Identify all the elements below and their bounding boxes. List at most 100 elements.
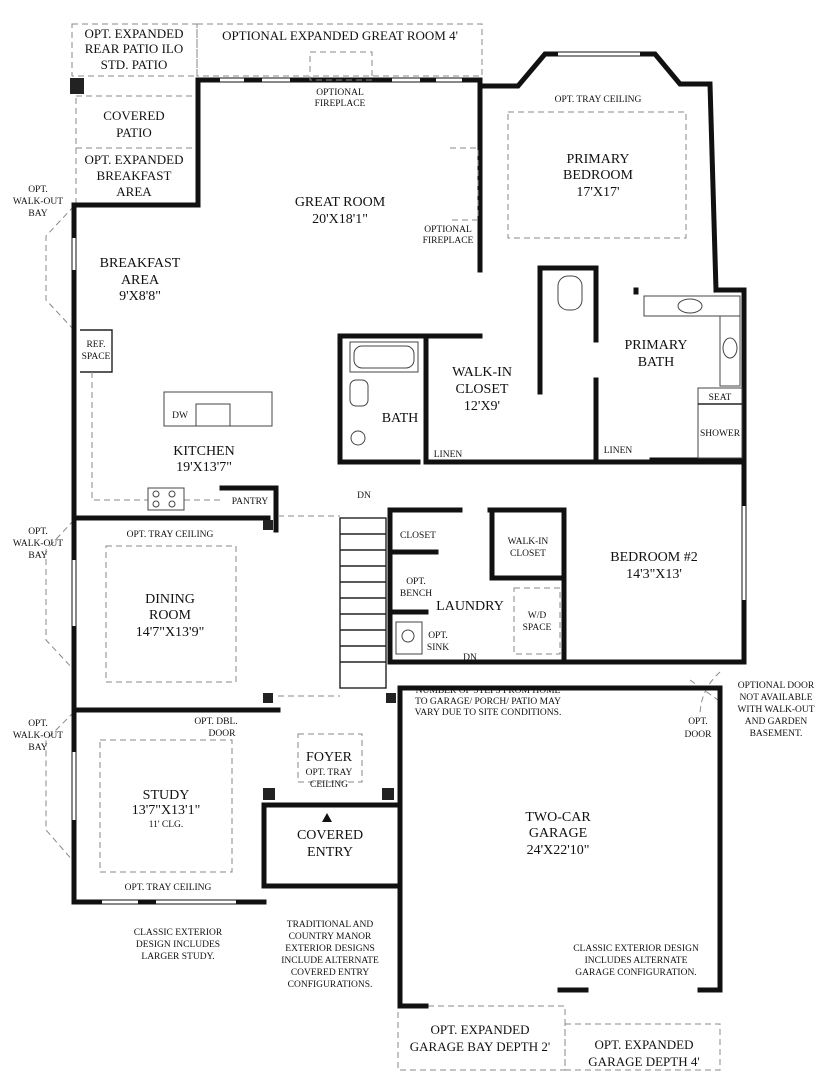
rear-patio-l2: REAR PATIO ILO <box>85 41 183 56</box>
svg-text:OPT. TRAY CEILING: OPT. TRAY CEILING <box>125 883 212 893</box>
breakfast-size: 9'X8'8" <box>119 289 161 304</box>
svg-text:CLOSET: CLOSET <box>456 382 509 397</box>
primary-bath-l2: BATH <box>638 355 675 370</box>
wic2-l1: WALK-IN <box>508 537 549 547</box>
foyer-name: FOYER <box>306 750 353 765</box>
svg-text:OPT. EXPANDED: OPT. EXPANDED <box>595 1037 694 1052</box>
dining-name-l1: DINING <box>145 592 195 607</box>
svg-text:VARY DUE TO SITE CONDITIONS.: VARY DUE TO SITE CONDITIONS. <box>415 708 562 718</box>
garage-bay-l2: GARAGE BAY DEPTH 2' <box>410 1039 550 1054</box>
svg-text:FIREPLACE: FIREPLACE <box>423 236 474 246</box>
svg-text:LAUNDRY: LAUNDRY <box>436 599 504 614</box>
rear-patio-l1: OPT. EXPANDED <box>85 26 184 41</box>
svg-text:19'X13'7": 19'X13'7" <box>176 460 232 475</box>
ref-space-l1: REF. <box>86 340 105 350</box>
classic-study-l1: CLASSIC EXTERIOR <box>134 928 223 938</box>
closet-label: CLOSET <box>400 531 436 541</box>
bay2-l1: OPT. <box>28 527 48 537</box>
svg-text:BAY: BAY <box>28 209 47 219</box>
svg-text:REAR PATIO ILO: REAR PATIO ILO <box>85 41 183 56</box>
svg-text:DOOR: DOOR <box>685 730 713 740</box>
dw-label: DW <box>172 411 188 421</box>
breakfast-ext-l3: AREA <box>116 184 152 199</box>
wd-space-l1: W/D <box>528 611 547 621</box>
svg-text:WALK-OUT: WALK-OUT <box>13 539 63 549</box>
bay2-l3: BAY <box>28 551 47 561</box>
svg-text:SPACE: SPACE <box>523 623 552 633</box>
bedroom2-name: BEDROOM #2 <box>610 550 698 565</box>
svg-text:AREA: AREA <box>116 184 152 199</box>
garage-name-l2: GARAGE <box>529 826 587 841</box>
primary-bath-l1: PRIMARY <box>624 338 687 353</box>
svg-text:INCLUDES ALTERNATE: INCLUDES ALTERNATE <box>585 956 688 966</box>
traditional-l6: CONFIGURATIONS. <box>288 980 373 990</box>
opt-dbl-door-l2: DOOR <box>209 729 237 739</box>
svg-text:WALK-OUT: WALK-OUT <box>13 197 63 207</box>
breakfast-ext-l2: BREAKFAST <box>97 168 172 183</box>
svg-text:12'X9': 12'X9' <box>464 399 500 414</box>
bay1-l1: OPT. <box>28 185 48 195</box>
svg-text:TO GARAGE/ PORCH/ PATIO MAY: TO GARAGE/ PORCH/ PATIO MAY <box>415 697 561 707</box>
bay2-l2: WALK-OUT <box>13 539 63 549</box>
svg-text:BATH: BATH <box>638 355 675 370</box>
primary-bedroom-size: 17'X17' <box>576 185 619 200</box>
svg-text:PRIMARY: PRIMARY <box>624 338 687 353</box>
kitchen-size: 19'X13'7" <box>176 460 232 475</box>
svg-text:13'7"X13'1": 13'7"X13'1" <box>132 803 201 818</box>
svg-text:OPT. EXPANDED: OPT. EXPANDED <box>85 152 184 167</box>
traditional-l2: COUNTRY MANOR <box>289 932 372 942</box>
covered-entry-l1: COVERED <box>297 828 363 843</box>
svg-text:REF.: REF. <box>86 340 105 350</box>
svg-text:20'X18'1": 20'X18'1" <box>312 212 368 227</box>
bay3-l1: OPT. <box>28 719 48 729</box>
svg-text:WALK-IN: WALK-IN <box>452 365 512 380</box>
study-clg: 11' CLG. <box>149 820 184 830</box>
svg-text:SINK: SINK <box>427 643 449 653</box>
svg-text:OPT. DBL.: OPT. DBL. <box>194 717 237 727</box>
svg-text:CEILING: CEILING <box>310 780 348 790</box>
covered-patio-l2: PATIO <box>116 125 152 140</box>
svg-text:AND GARDEN: AND GARDEN <box>745 717 808 727</box>
svg-text:WALK-OUT: WALK-OUT <box>13 731 63 741</box>
classic-garage-l2: INCLUDES ALTERNATE <box>585 956 688 966</box>
svg-text:LINEN: LINEN <box>604 446 633 456</box>
svg-text:SPACE: SPACE <box>82 352 111 362</box>
svg-text:14'3"X13': 14'3"X13' <box>626 567 682 582</box>
svg-text:OPT.: OPT. <box>28 185 48 195</box>
primary-bedroom-note: OPT. TRAY CEILING <box>555 95 642 105</box>
classic-garage-l1: CLASSIC EXTERIOR DESIGN <box>573 944 699 954</box>
svg-text:SEAT: SEAT <box>709 393 732 403</box>
svg-text:DN: DN <box>463 653 477 663</box>
svg-text:SHOWER: SHOWER <box>700 429 741 439</box>
svg-text:DW: DW <box>172 411 188 421</box>
garage-name-l1: TWO-CAR <box>525 810 591 825</box>
study-name: STUDY <box>143 788 190 803</box>
svg-text:FIREPLACE: FIREPLACE <box>315 99 366 109</box>
traditional-l1: TRADITIONAL AND <box>287 920 374 930</box>
ref-space-l2: SPACE <box>82 352 111 362</box>
svg-text:PRIMARY: PRIMARY <box>566 152 629 167</box>
windows <box>72 52 746 904</box>
svg-text:TWO-CAR: TWO-CAR <box>525 810 591 825</box>
svg-text:BAY: BAY <box>28 551 47 561</box>
great-room-size: 20'X18'1" <box>312 212 368 227</box>
svg-text:WITH WALK-OUT: WITH WALK-OUT <box>737 705 814 715</box>
fireplace-top-l1: OPTIONAL <box>316 88 364 98</box>
entry-arrow-icon <box>322 813 332 822</box>
classic-garage-l3: GARAGE CONFIGURATION. <box>575 968 696 978</box>
opt-bench-l1: OPT. <box>406 577 426 587</box>
bay1-l3: BAY <box>28 209 47 219</box>
svg-text:OPTIONAL: OPTIONAL <box>424 225 472 235</box>
svg-text:DINING: DINING <box>145 592 195 607</box>
garage-size: 24'X22'10" <box>527 843 590 858</box>
svg-text:BENCH: BENCH <box>400 589 432 599</box>
great-room-name: GREAT ROOM <box>295 195 386 210</box>
svg-text:GARAGE BAY DEPTH 2': GARAGE BAY DEPTH 2' <box>410 1039 550 1054</box>
svg-text:STUDY: STUDY <box>143 788 190 803</box>
svg-text:INCLUDE ALTERNATE: INCLUDE ALTERNATE <box>281 956 379 966</box>
opt-dbl-door-l1: OPT. DBL. <box>194 717 237 727</box>
primary-bedroom-name-l1: PRIMARY <box>566 152 629 167</box>
dn-label-2: DN <box>463 653 477 663</box>
fireplace-side-l2: FIREPLACE <box>423 236 474 246</box>
